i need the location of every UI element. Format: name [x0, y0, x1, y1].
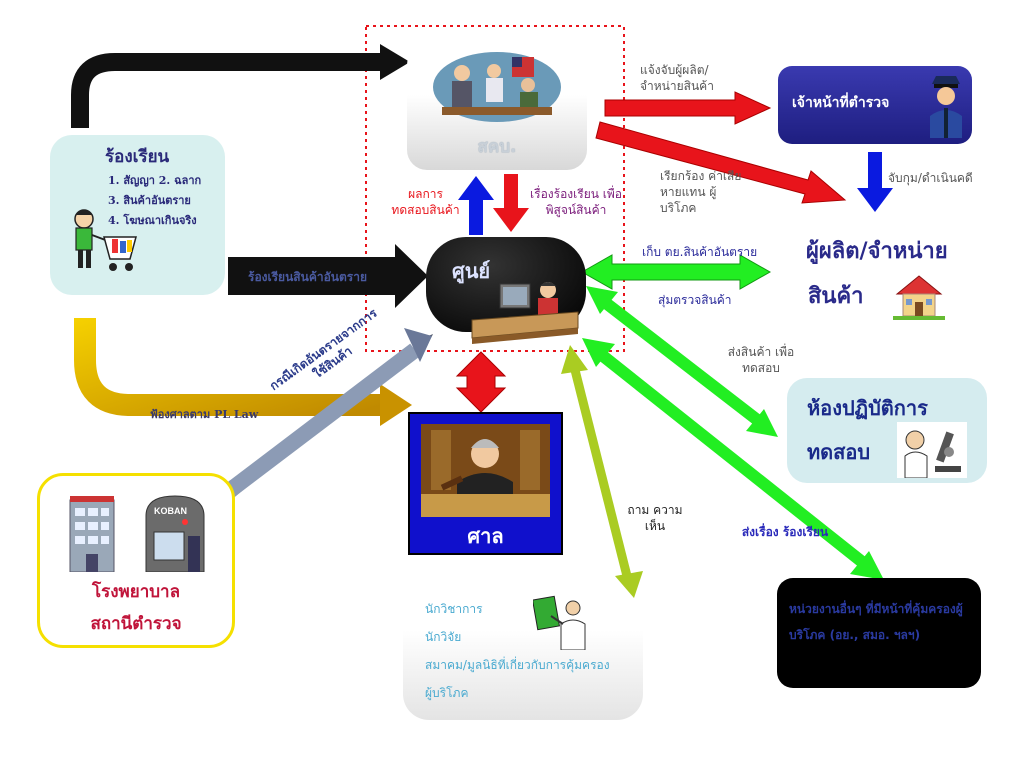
- experts-line2: นักวิจัย: [425, 630, 462, 644]
- arrow-ocpb-to-center: [493, 174, 529, 232]
- lab-box: ห้องปฏิบัติการ ทดสอบ: [787, 378, 987, 483]
- house-icon: [893, 275, 945, 320]
- ocpb-box: สคบ.: [407, 45, 587, 170]
- arrow-center-producer: [580, 254, 772, 290]
- label-notify-arrest: แจ้งจับผู้ผลิต/ จำหน่ายสินค้า: [640, 63, 714, 93]
- label-send-for-test: ส่งสินค้า เพื่อทดสอบ: [727, 345, 795, 375]
- officer-at-desk-icon: [471, 282, 579, 344]
- label-sample-products: สุ่มตรวจสินค้า: [658, 293, 732, 307]
- court-label: ศาล: [467, 524, 504, 548]
- hospital-building-icon: [69, 496, 115, 572]
- arrow-center-agencies: [582, 338, 884, 580]
- koban-station-icon: KOBAN: [145, 495, 205, 572]
- presenter-board-icon: [533, 595, 586, 650]
- arrow-complaint-to-court: [74, 318, 412, 426]
- complaint-item-3: 4. โฆษณาเกินจริง: [108, 214, 197, 227]
- center-label: ศูนย์: [452, 259, 491, 283]
- label-forward-complaint: ส่งเรื่อง ร้องเรียน: [741, 525, 829, 539]
- police-box: เจ้าหน้าที่ตำรวจ: [778, 66, 972, 144]
- arrow-center-lab: [586, 286, 778, 437]
- arrow-complaint-to-ocpb: [71, 44, 410, 128]
- complaint-box: ร้องเรียน 1. สัญญา 2. ฉลาก 3. สินค้าอันต…: [50, 135, 225, 295]
- arrow-complaint-to-center: [228, 244, 428, 308]
- lab-line2: ทดสอบ: [807, 440, 871, 464]
- ocpb-label: สคบ.: [477, 137, 517, 157]
- experts-line3: สมาคม/มูลนิธิที่เกี่ยวกับการคุ้มครอง: [425, 658, 610, 672]
- police-officer-icon: [930, 76, 962, 138]
- arrow-ocpb-to-police: [604, 91, 772, 125]
- shopper-cart-icon: [74, 209, 137, 271]
- court-box: ศาล: [408, 412, 563, 555]
- label-complaint-prove: เรื่องร้องเรียน เพื่อพิสูจน์สินค้า: [530, 187, 622, 217]
- producer-line1: ผู้ผลิต/จำหน่าย: [806, 239, 948, 264]
- lab-line1: ห้องปฏิบัติการ: [807, 396, 928, 420]
- ocpb-frame: [365, 25, 625, 352]
- arrow-ocpb-to-producer: [595, 121, 847, 204]
- koban-text: KOBAN: [154, 506, 187, 516]
- label-arrest: จับกุม/ดำเนินคดี: [888, 171, 973, 185]
- label-dangerous-complaint: ร้องเรียนสินค้าอันตราย: [248, 270, 368, 284]
- agencies-text: หน่วยงานอื่นๆ ที่มีหน้าที่คุ้มครองผู้บริ…: [789, 602, 963, 642]
- agencies-box: หน่วยงานอื่นๆ ที่มีหน้าที่คุ้มครองผู้บริ…: [777, 578, 981, 688]
- hospital-line1: โรงพยาบาล: [91, 582, 181, 602]
- experts-line4: ผู้บริโภค: [425, 686, 469, 700]
- meeting-scene-icon: [433, 52, 561, 122]
- label-test-result: ผลการ ทดสอบสินค้า: [391, 187, 460, 217]
- label-sue-pl-law: ฟ้องศาลตาม PL Law: [150, 408, 259, 421]
- arrow-center-experts: [561, 345, 643, 598]
- experts-line1: นักวิชาการ: [425, 602, 483, 616]
- complaint-item-2: 3. สินค้าอันตราย: [108, 194, 191, 207]
- police-label: เจ้าหน้าที่ตำรวจ: [792, 95, 890, 111]
- arrow-center-to-ocpb: [458, 176, 494, 235]
- producer-line2: สินค้า: [808, 284, 864, 309]
- complaint-item-1: 1. สัญญา 2. ฉลาก: [108, 174, 202, 187]
- hospital-line2: สถานีตำรวจ: [90, 614, 182, 634]
- label-collect-dangerous: เก็บ ตย.สินค้าอันตราย: [642, 245, 758, 259]
- arrow-center-court: [455, 351, 507, 413]
- experts-box: นักวิชาการ นักวิจัย สมาคม/มูลนิธิที่เกี่…: [403, 592, 643, 720]
- microscope-icon: [897, 422, 967, 478]
- arrow-police-to-producer: [857, 152, 893, 212]
- judge-icon: [421, 424, 550, 517]
- label-claim-damages: เรียกร้อง ค่าเสียหายแทน ผู้บริโภค: [660, 169, 742, 215]
- arrow-hospital-to-center: [206, 328, 434, 512]
- hospital-box: KOBAN โรงพยาบาล สถานีตำรวจ: [37, 473, 235, 648]
- complaint-title: ร้องเรียน: [105, 147, 170, 167]
- label-ask-opinion: ถาม ความเห็น: [627, 503, 683, 533]
